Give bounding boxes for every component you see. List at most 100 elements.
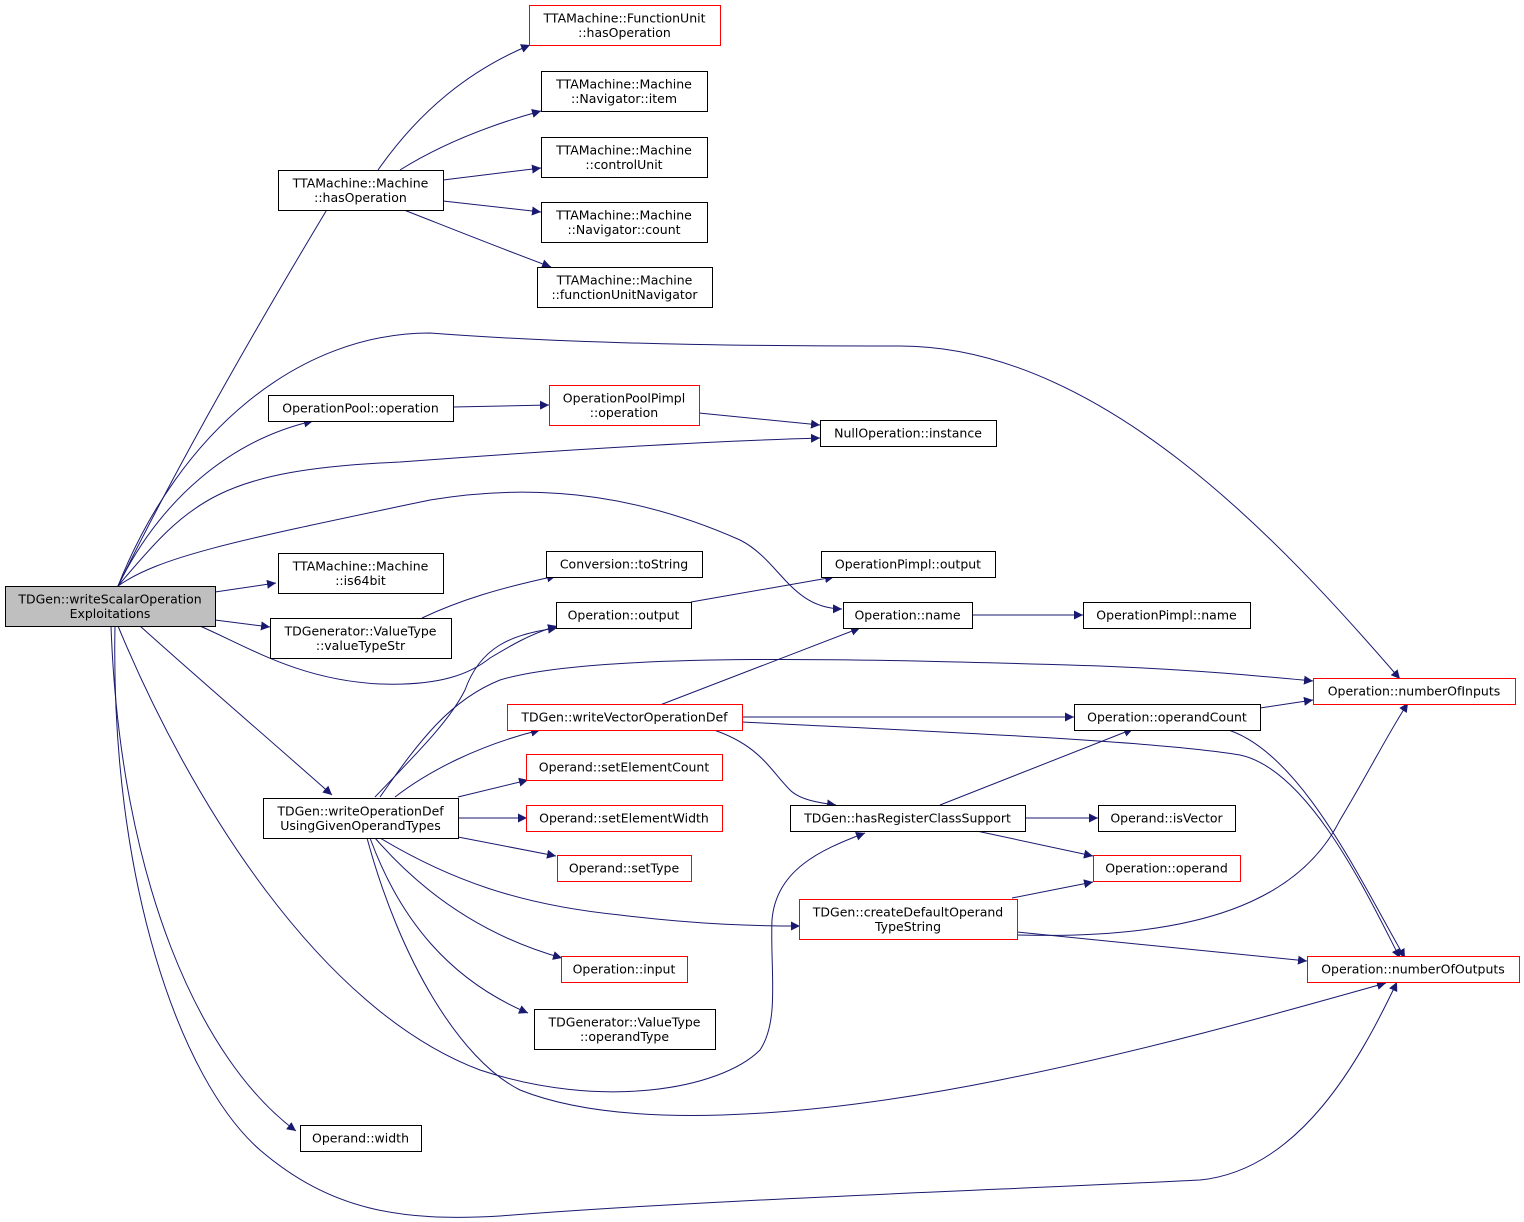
- node-label-line: Operand::width: [312, 1131, 409, 1146]
- node-label-line: Operand::setElementCount: [539, 760, 710, 775]
- edge-createDefaultOperand-numOutputs: [1016, 931, 1308, 965]
- node-opInput[interactable]: Operation::input: [561, 956, 688, 983]
- node-hasRegClassSupport[interactable]: TDGen::hasRegisterClassSupport: [790, 805, 1026, 832]
- node-box: [541, 71, 708, 112]
- node-setType[interactable]: Operand::setType: [557, 855, 692, 882]
- edge-root-numOutputs: [114, 625, 1398, 1218]
- node-box: [526, 754, 723, 781]
- node-setElementWidth[interactable]: Operand::setElementWidth: [526, 805, 723, 832]
- edge-writeOpDefGiven-numInputs: [379, 658, 1314, 798]
- node-valueTypeStr[interactable]: TDGenerator::ValueType::valueTypeStr: [270, 618, 452, 659]
- node-label-line: OperationPimpl::name: [1096, 608, 1237, 623]
- edge-writeOpDefGiven-setType: [457, 836, 557, 859]
- edge-layer: [110, 44, 1409, 1218]
- node-box: [5, 586, 216, 627]
- node-label-line: TDGenerator::ValueType: [284, 623, 437, 638]
- node-box: [790, 805, 1026, 832]
- node-box: [820, 420, 997, 447]
- node-operandWidth[interactable]: Operand::width: [300, 1125, 422, 1152]
- edge-writeVectorOpDef-hasRegClassSupport: [710, 728, 837, 809]
- node-numInputs[interactable]: Operation::numberOfInputs: [1313, 678, 1516, 705]
- node-box: [268, 395, 454, 422]
- node-box: [541, 137, 708, 178]
- node-opName[interactable]: Operation::name: [843, 602, 973, 629]
- node-label-line: TTAMachine::Machine: [292, 558, 429, 573]
- edge-writeVectorOpDef-opName: [659, 627, 861, 706]
- node-fuHasOperation[interactable]: TTAMachine::FunctionUnit::hasOperation: [529, 5, 721, 46]
- node-label-line: UsingGivenOperandTypes: [280, 818, 441, 833]
- node-box: [541, 202, 708, 243]
- edge-root-opName: [117, 491, 843, 614]
- node-label-line: Operation::numberOfOutputs: [1321, 962, 1505, 977]
- edge-hasOperation-navCount: [442, 200, 542, 216]
- node-writeOpDefGiven[interactable]: TDGen::writeOperationDefUsingGivenOperan…: [263, 798, 459, 839]
- edge-writeVectorOpDef-numOutputs: [741, 721, 1401, 959]
- node-setElementCount[interactable]: Operand::setElementCount: [526, 754, 723, 781]
- edge-hasOperation-controlUnit: [442, 164, 542, 181]
- node-box: [278, 553, 444, 594]
- edge-root-hasRegClassSupport: [117, 625, 866, 1093]
- node-box: [529, 5, 721, 46]
- node-box: [549, 385, 700, 426]
- node-nullInstance[interactable]: NullOperation::instance: [820, 420, 997, 447]
- node-box: [1307, 956, 1520, 983]
- edge-valueTypeStr-toString: [421, 573, 557, 619]
- node-box: [537, 267, 713, 308]
- node-navCount[interactable]: TTAMachine::Machine::Navigator::count: [541, 202, 708, 243]
- edge-hasOperation-fuHasOperation: [377, 44, 531, 171]
- node-box: [1093, 855, 1241, 882]
- node-label-line: ::operandType: [580, 1029, 669, 1044]
- edge-hasRegClassSupport-operandCount: [939, 728, 1134, 806]
- node-opOperand[interactable]: Operation::operand: [1093, 855, 1241, 882]
- node-box: [263, 798, 459, 839]
- node-label-line: Operation::operandCount: [1087, 710, 1247, 725]
- node-box: [556, 602, 692, 629]
- node-label-line: ::valueTypeStr: [316, 638, 406, 653]
- node-label-line: ::Navigator::item: [571, 91, 677, 106]
- node-toString[interactable]: Conversion::toString: [546, 551, 703, 578]
- node-label-line: Exploitations: [70, 606, 151, 621]
- edge-writeOpDefGiven-setElementCount: [457, 777, 529, 798]
- edge-root-writeOpDefGiven: [139, 625, 333, 796]
- edge-operandCount-numInputs: [1259, 696, 1314, 709]
- node-operandCount[interactable]: Operation::operandCount: [1074, 704, 1261, 731]
- node-label-line: ::Navigator::count: [567, 222, 680, 237]
- node-controlUnit[interactable]: TTAMachine::Machine::controlUnit: [541, 137, 708, 178]
- node-operandType[interactable]: TDGenerator::ValueType::operandType: [534, 1009, 716, 1050]
- edge-root-numInputs: [117, 332, 1401, 680]
- node-box: [561, 956, 688, 983]
- node-label-line: TTAMachine::Machine: [555, 207, 692, 222]
- node-box: [507, 704, 743, 731]
- node-label-line: NullOperation::instance: [834, 426, 982, 441]
- node-numOutputs[interactable]: Operation::numberOfOutputs: [1307, 956, 1520, 983]
- edge-root-nullInstance: [117, 433, 821, 587]
- edge-writeOpDefGiven-operandType: [369, 837, 529, 1014]
- node-poolPimplOperation[interactable]: OperationPoolPimpl::operation: [549, 385, 700, 426]
- node-box: [300, 1125, 422, 1152]
- node-poolOperation[interactable]: OperationPool::operation: [268, 395, 454, 422]
- edge-writeOpDefGiven-opInput: [374, 837, 563, 960]
- node-pimplOutput[interactable]: OperationPimpl::output: [821, 551, 996, 578]
- node-opOutput[interactable]: Operation::output: [556, 602, 692, 629]
- edge-createDefaultOperand-opOperand: [1011, 879, 1094, 899]
- node-pimplName[interactable]: OperationPimpl::name: [1083, 602, 1251, 629]
- node-navItem[interactable]: TTAMachine::Machine::Navigator::item: [541, 71, 708, 112]
- node-label-line: ::operation: [590, 405, 658, 420]
- node-label-line: Operation::input: [573, 962, 676, 977]
- node-fuNavigator[interactable]: TTAMachine::Machine::functionUnitNavigat…: [537, 267, 713, 308]
- edge-root-valueTypeStr: [214, 619, 271, 631]
- node-is64bit[interactable]: TTAMachine::Machine::is64bit: [278, 553, 444, 594]
- node-isVector[interactable]: Operand::isVector: [1098, 805, 1236, 832]
- edge-operandCount-numOutputs: [1224, 728, 1406, 959]
- node-label-line: TDGen::createDefaultOperand: [812, 904, 1003, 919]
- node-box: [843, 602, 973, 629]
- node-box: [557, 855, 692, 882]
- node-label-line: Operand::isVector: [1110, 811, 1223, 826]
- node-box: [1313, 678, 1516, 705]
- node-hasOperationMachine[interactable]: TTAMachine::Machine::hasOperation: [278, 170, 444, 211]
- node-label-line: Conversion::toString: [560, 557, 688, 572]
- node-writeVectorOpDef[interactable]: TDGen::writeVectorOperationDef: [507, 704, 743, 731]
